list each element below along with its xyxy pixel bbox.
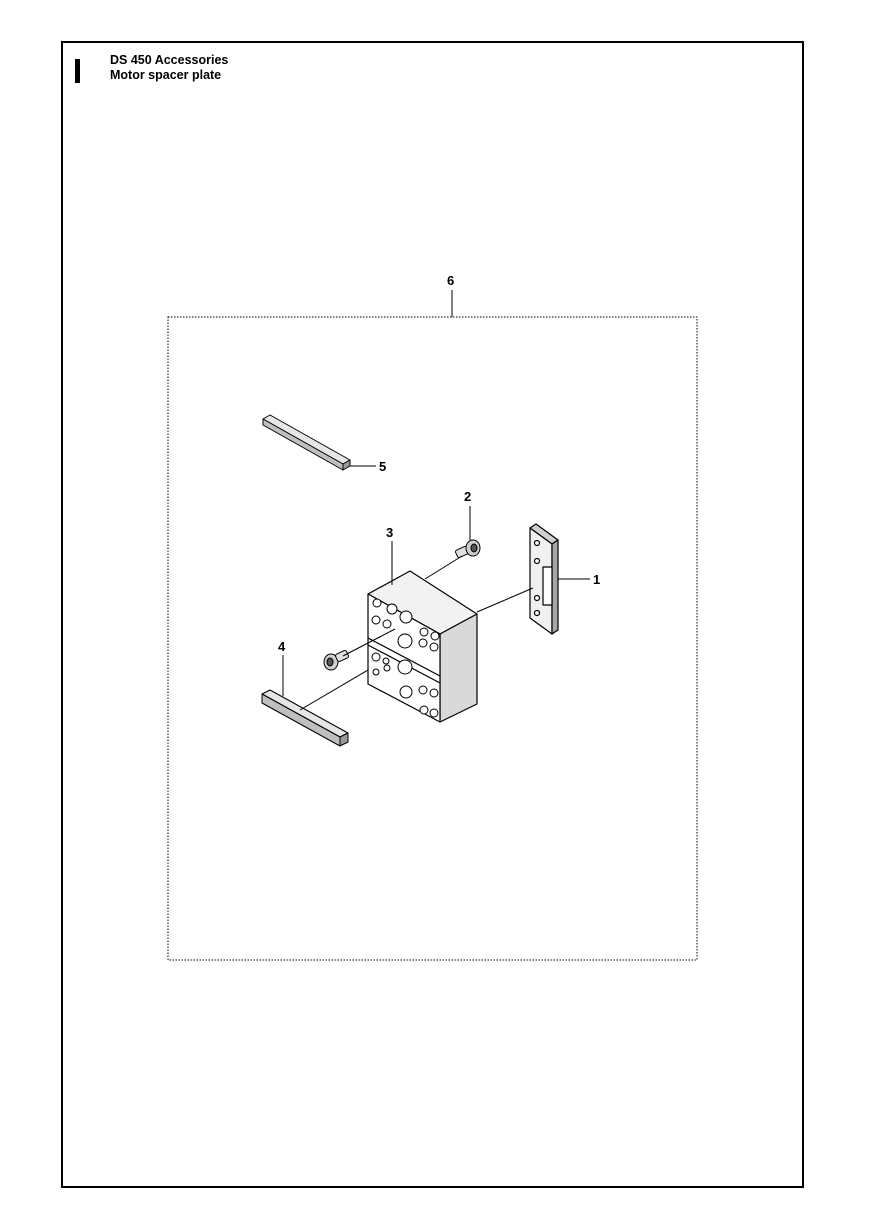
title-line-2: Motor spacer plate (110, 68, 222, 82)
assembly-line-2-upper (424, 555, 463, 580)
page-title: DS 450 Accessories Motor spacer plate (110, 53, 228, 83)
part-5-key-bar (262, 414, 351, 471)
assembly-line-1 (476, 587, 534, 613)
callout-5: 5 (379, 459, 386, 474)
callout-2: 2 (464, 489, 471, 504)
callout-1: 1 (593, 572, 600, 587)
callout-4: 4 (278, 639, 286, 654)
header-marker (75, 59, 80, 83)
part-3-mounting-holes (371, 598, 440, 718)
part-3-spacer-block (367, 570, 478, 723)
part-4-key-bar (261, 689, 349, 747)
title-line-1: DS 450 Accessories (110, 53, 229, 67)
callout-3: 3 (386, 525, 393, 540)
part-2-screw-upper (455, 539, 481, 559)
callout-6: 6 (447, 273, 454, 288)
assembly-line-2-lower (342, 628, 396, 657)
part-2-screw-lower (323, 649, 349, 671)
part-1-clamp-bracket (529, 523, 559, 635)
kit-boundary (167, 316, 698, 961)
page-frame (61, 41, 804, 1188)
